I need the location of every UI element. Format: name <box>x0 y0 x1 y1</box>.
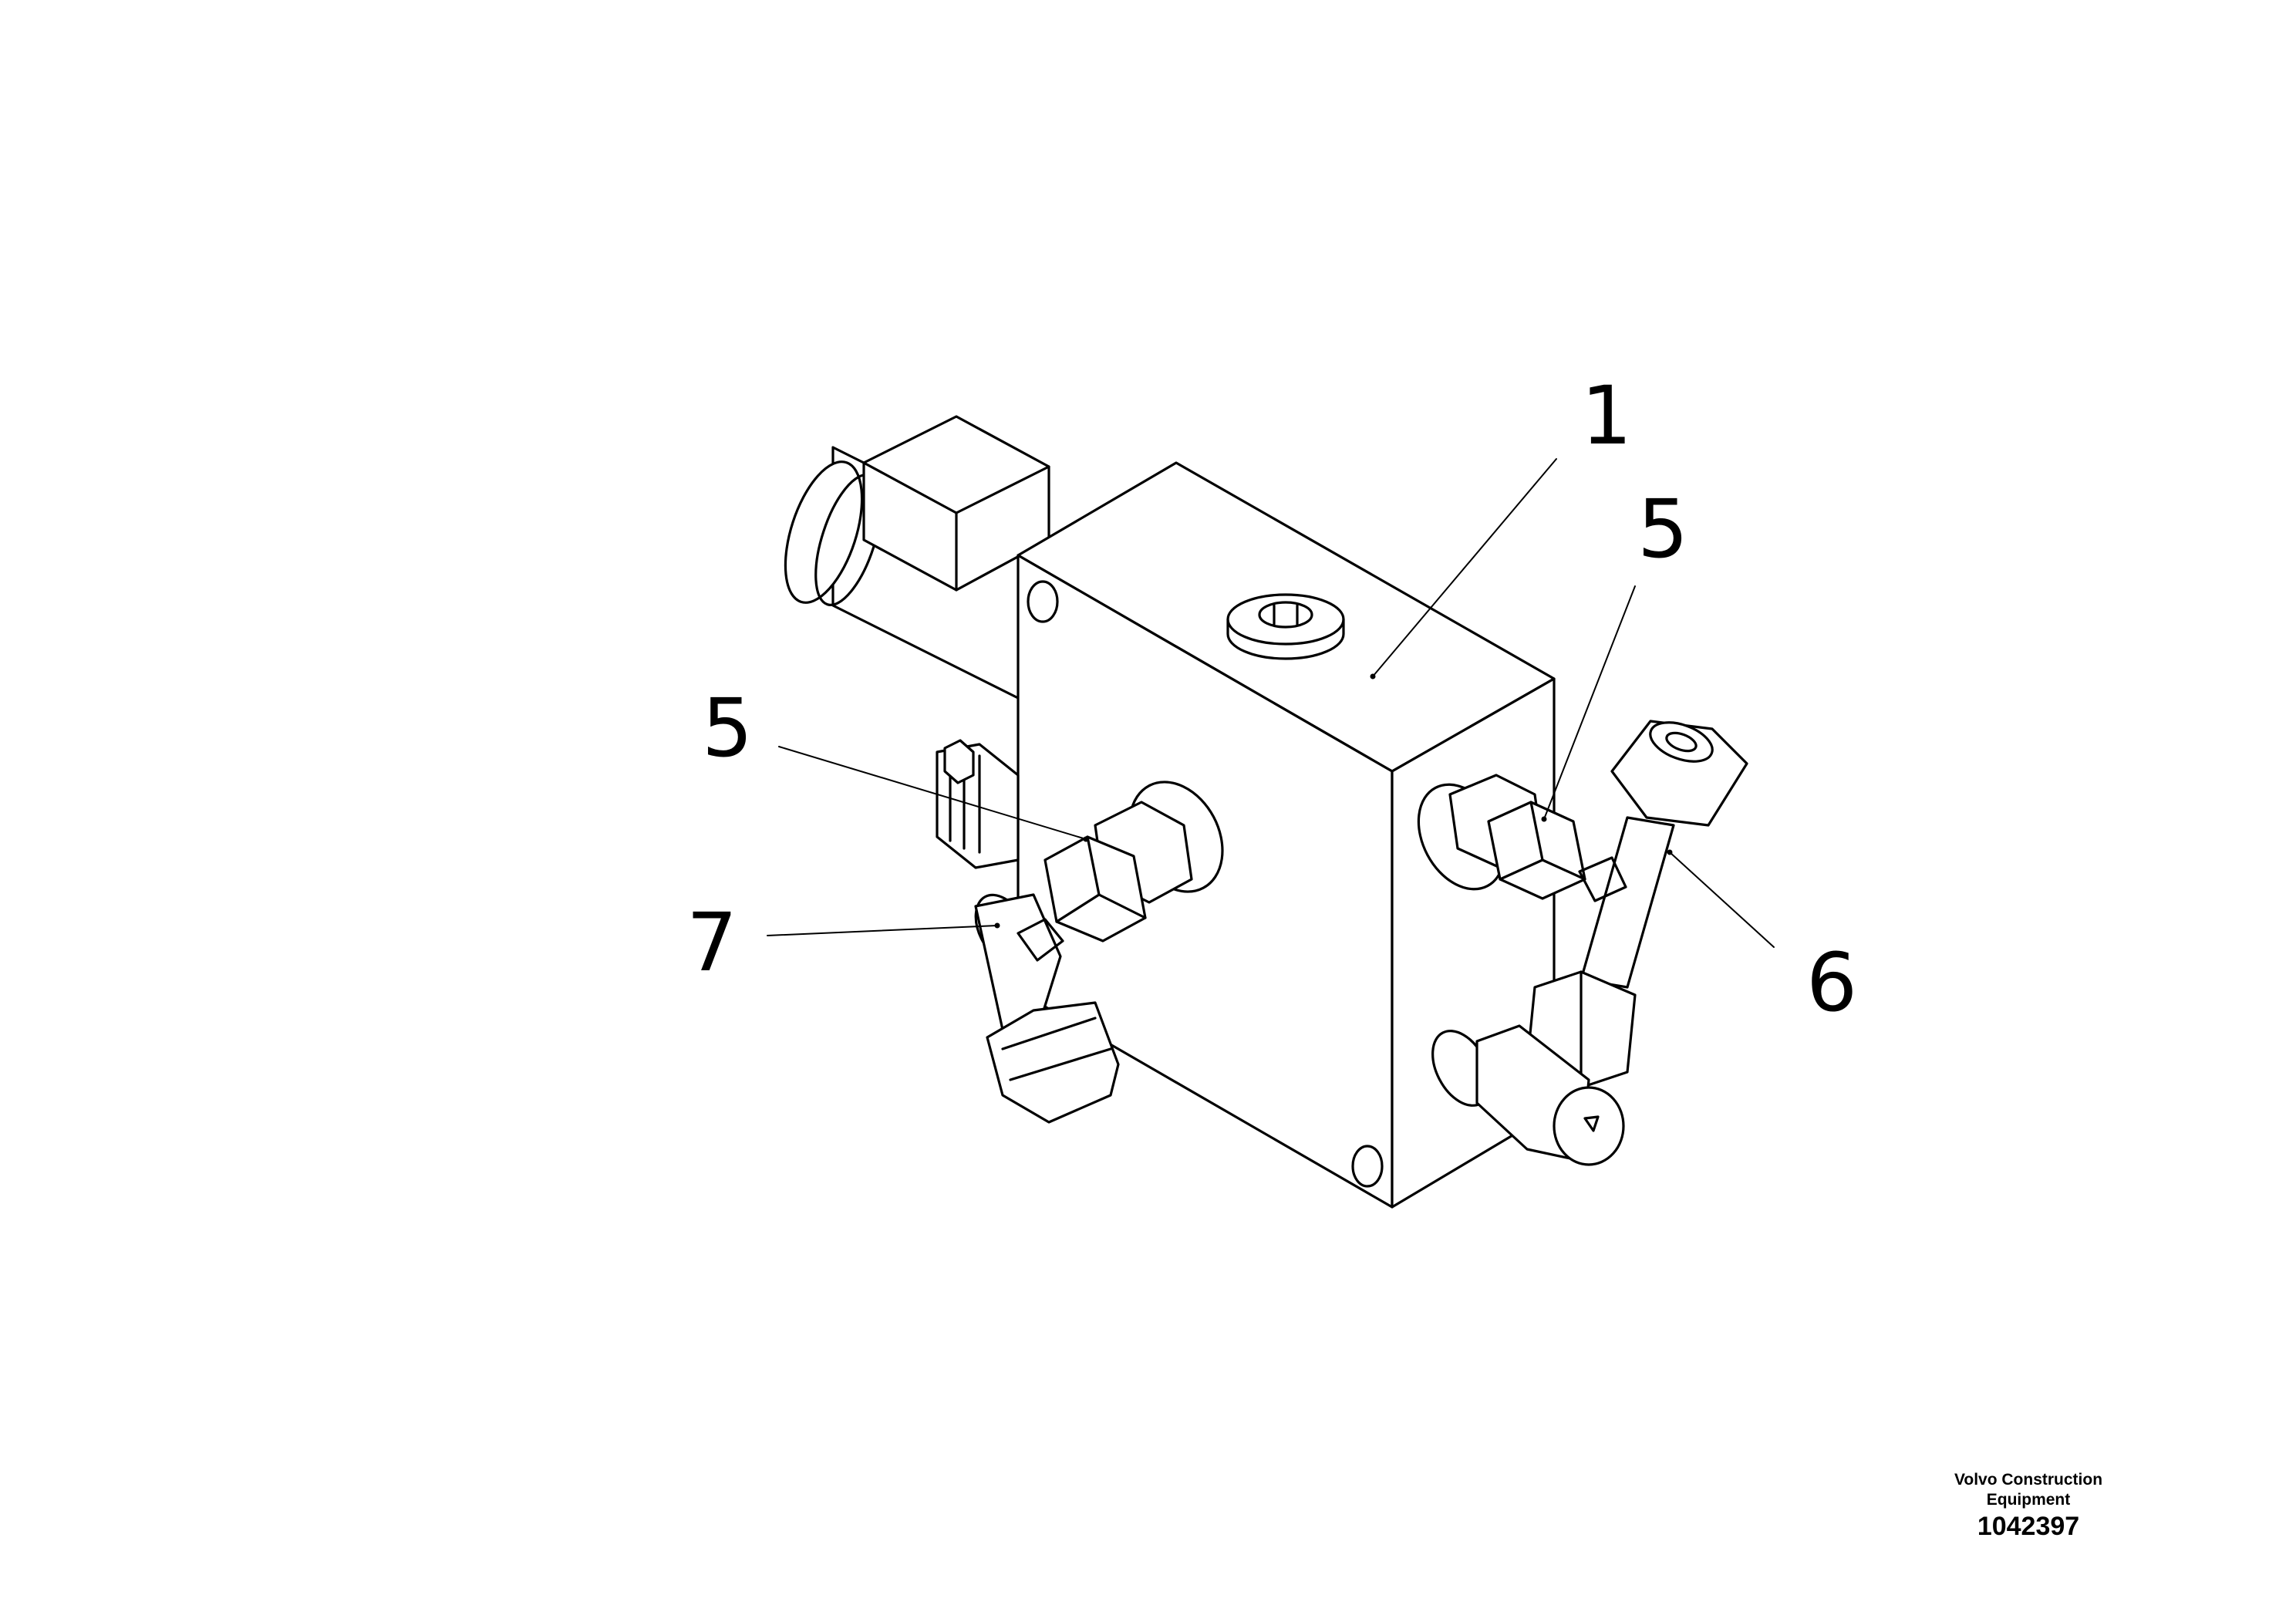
leader-line-5-left <box>778 746 1087 840</box>
callout-5-left: 5 <box>702 681 753 775</box>
elbow-lower-right <box>1431 1024 1625 1166</box>
solenoid-coil <box>784 415 1050 703</box>
leader-line-6 <box>1669 851 1775 948</box>
plug-left <box>936 739 1020 869</box>
company-name: Volvo Construction Equipment <box>1897 1470 2159 1510</box>
callout-6: 6 <box>1806 936 1857 1030</box>
callout-5-right: 5 <box>1637 482 1688 576</box>
elbow-fitting <box>974 893 1120 1124</box>
tee-fitting <box>1526 720 1748 1089</box>
callout-7: 7 <box>686 895 737 990</box>
leader-line-5-right <box>1543 585 1636 820</box>
company-name-line2: Equipment <box>1986 1491 2071 1509</box>
leader-lines <box>767 458 1775 948</box>
leader-line-1 <box>1372 458 1557 677</box>
leader-line-7 <box>767 925 998 936</box>
callout-1: 1 <box>1581 369 1632 463</box>
document-number: 1042397 <box>1977 1512 2080 1541</box>
fitting-left <box>1043 781 1224 943</box>
fitting-right <box>1417 774 1586 900</box>
company-name-line1: Volvo Construction <box>1954 1471 2103 1489</box>
